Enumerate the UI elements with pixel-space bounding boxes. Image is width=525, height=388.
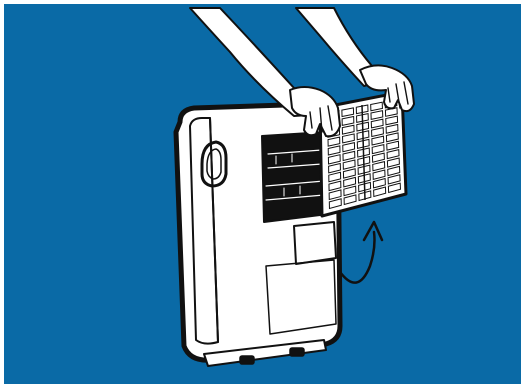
lower-filter-cover [294,222,336,264]
caster-left [240,356,254,364]
air-conditioner-unit-icon [176,104,340,366]
caster-right [290,348,304,356]
illustration-frame [4,4,521,384]
filter-opening [262,132,328,222]
filter-removal-illustration [4,4,521,384]
